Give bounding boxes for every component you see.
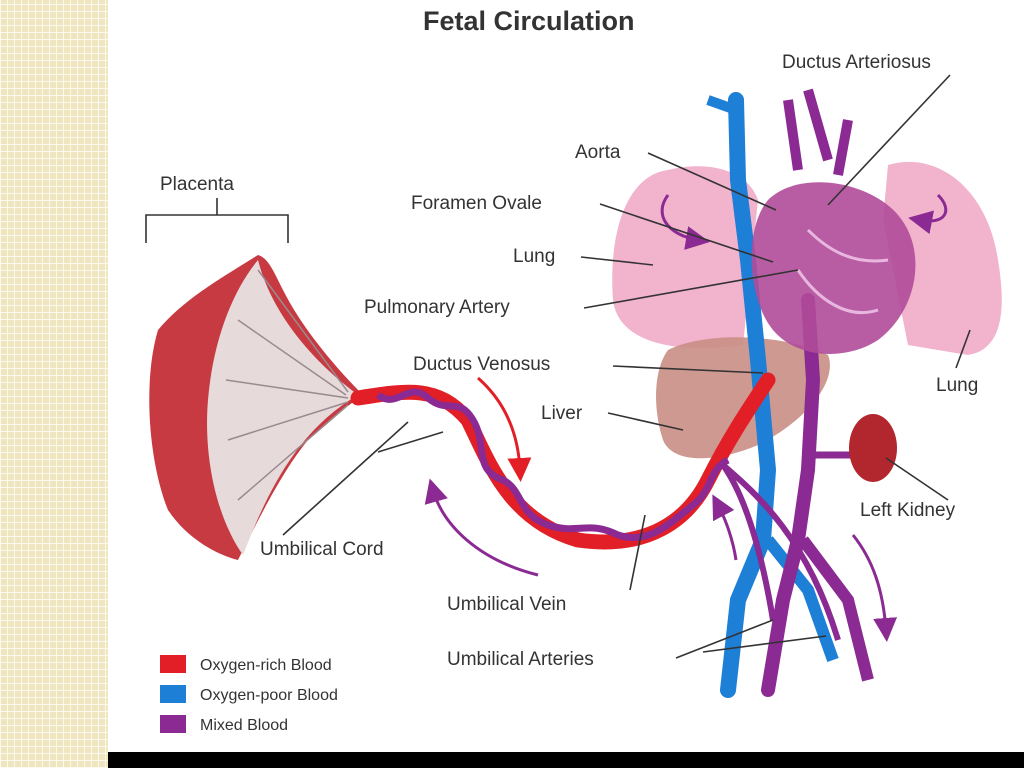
legend-label-mixed: Mixed Blood bbox=[200, 717, 288, 734]
leader-umbilical-vein bbox=[629, 514, 646, 591]
label-placenta: Placenta bbox=[160, 174, 234, 195]
placenta-inner bbox=[207, 260, 358, 555]
label-pulmonary-artery: Pulmonary Artery bbox=[364, 297, 510, 318]
legend-swatch-oxygen-poor bbox=[160, 685, 186, 703]
label-umbilical-arteries: Umbilical Arteries bbox=[447, 649, 594, 670]
label-umbilical-cord: Umbilical Cord bbox=[260, 539, 384, 560]
leader-lung-left bbox=[580, 256, 654, 266]
umbilical-vein-vessel bbox=[350, 372, 776, 550]
label-ductus-arteriosus: Ductus Arteriosus bbox=[782, 52, 931, 73]
flow-arrow-purple-mid bbox=[712, 494, 738, 561]
leader-left-kidney bbox=[885, 457, 949, 501]
heart-detail bbox=[796, 228, 889, 315]
label-aorta: Aorta bbox=[575, 142, 621, 163]
diagram-title: Fetal Circulation bbox=[423, 6, 635, 36]
decorative-side-strip bbox=[0, 0, 108, 768]
legend-swatch-oxygen-rich bbox=[160, 655, 186, 673]
aortic-arch-branches bbox=[783, 88, 853, 176]
placenta-bracket bbox=[145, 198, 289, 243]
leader-lung-right bbox=[955, 329, 971, 369]
flow-arrow-purple-right bbox=[851, 534, 898, 642]
leader-umbilical-cord-2 bbox=[377, 431, 444, 453]
iliac-artery-right bbox=[798, 536, 874, 682]
flow-arrow-lung-left bbox=[660, 194, 710, 250]
placenta-veins bbox=[225, 269, 349, 501]
label-lung-right: Lung bbox=[936, 375, 978, 396]
leader-ductus-venosus bbox=[612, 365, 764, 374]
leader-umbilical-cord-1 bbox=[282, 421, 409, 536]
liver bbox=[656, 337, 830, 459]
diagram-canvas: Fetal Circulation Ductus Arter bbox=[108, 0, 1024, 752]
label-umbilical-vein: Umbilical Vein bbox=[447, 594, 566, 615]
leader-liver bbox=[607, 412, 684, 431]
heart bbox=[751, 182, 916, 354]
legend-swatch-mixed bbox=[160, 715, 186, 733]
flow-arrow-purple-left bbox=[424, 478, 539, 577]
label-left-kidney: Left Kidney bbox=[860, 500, 956, 521]
leader-ductus-arteriosus bbox=[827, 74, 951, 206]
vena-cava-branch bbox=[706, 95, 738, 115]
label-ductus-venosus: Ductus Venosus bbox=[413, 354, 550, 375]
left-lung bbox=[612, 166, 758, 348]
label-foramen-ovale: Foramen Ovale bbox=[411, 193, 542, 214]
label-lung-left: Lung bbox=[513, 246, 555, 267]
legend: Oxygen-rich Blood Oxygen-poor Blood Mixe… bbox=[160, 655, 338, 734]
descending-aorta bbox=[761, 293, 821, 697]
leader-umbilical-arteries-2 bbox=[702, 635, 827, 653]
umbilical-artery-coil bbox=[375, 388, 730, 542]
leader-aorta bbox=[647, 152, 777, 211]
umbilical-arteries-vessels bbox=[720, 462, 841, 641]
right-lung bbox=[883, 161, 1002, 355]
flow-arrow-red bbox=[477, 376, 532, 482]
legend-label-oxygen-rich: Oxygen-rich Blood bbox=[200, 657, 332, 674]
legend-label-oxygen-poor: Oxygen-poor Blood bbox=[200, 687, 338, 704]
leader-pulmonary-artery bbox=[583, 269, 799, 309]
bottom-black-bar bbox=[108, 752, 1024, 768]
leader-umbilical-arteries-1 bbox=[675, 619, 774, 659]
left-kidney bbox=[849, 414, 897, 482]
fetal-circulation-diagram: Fetal Circulation Ductus Arter bbox=[145, 6, 1002, 734]
leader-foramen-ovale bbox=[599, 203, 774, 263]
flow-arrow-lung-right bbox=[908, 193, 948, 235]
label-liver: Liver bbox=[541, 403, 583, 424]
